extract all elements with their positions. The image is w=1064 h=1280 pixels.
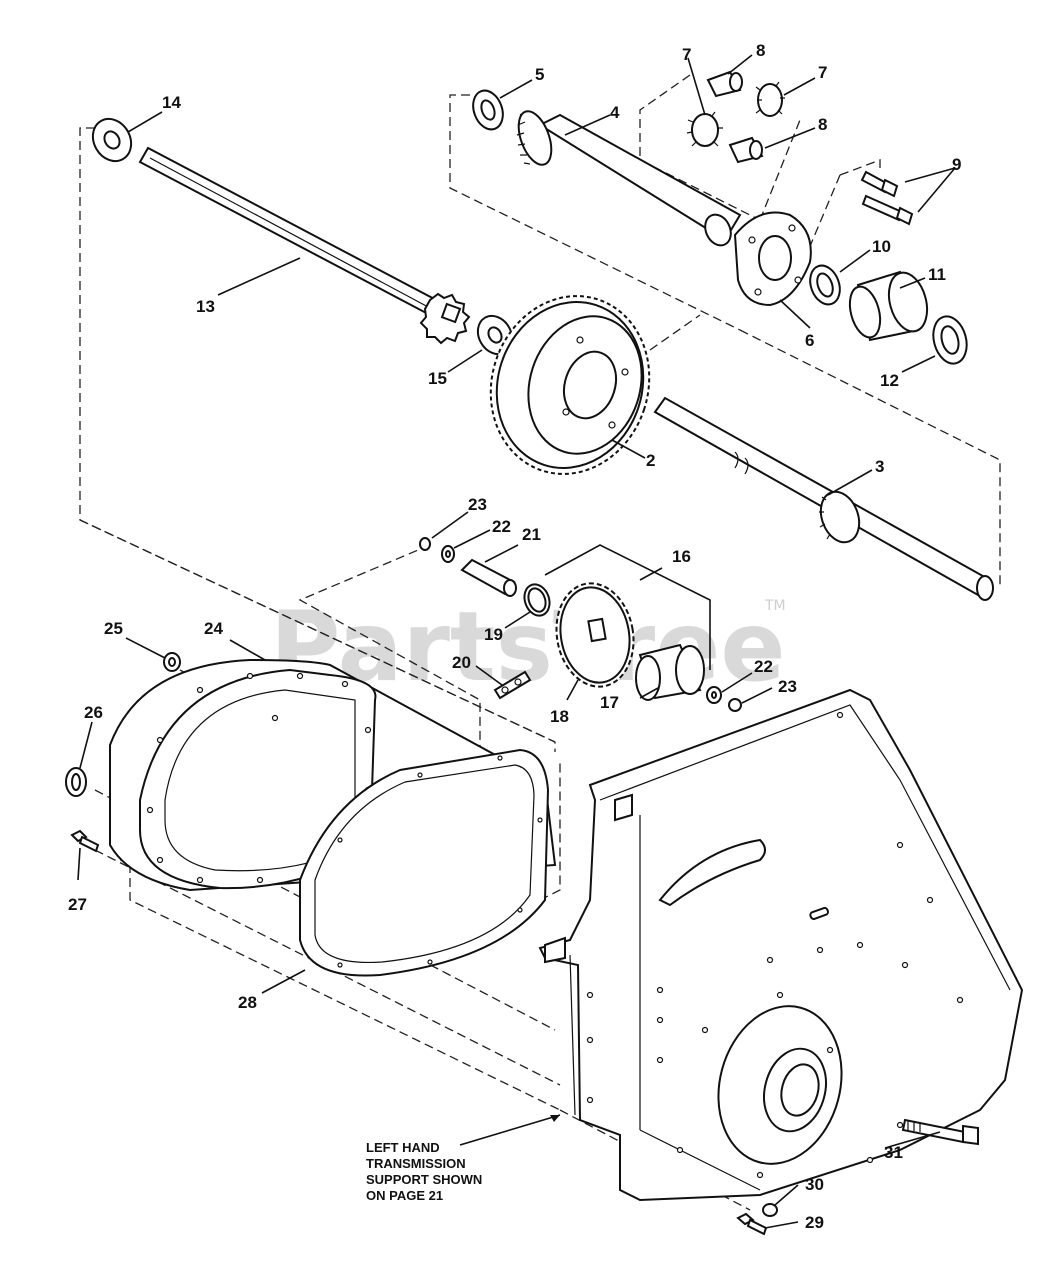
watermark-trademark: TM — [764, 598, 786, 614]
bolt-31 — [901, 1118, 979, 1146]
nut-30 — [762, 1203, 778, 1217]
gear-2 — [489, 295, 651, 475]
callout-12: 12 — [880, 371, 899, 390]
callout-19: 19 — [484, 625, 503, 644]
gear-7-top — [755, 81, 785, 117]
bolt-29 — [736, 1212, 768, 1236]
shaft-3 — [653, 396, 994, 601]
note-line-3: SUPPORT SHOWN — [366, 1172, 482, 1187]
callout-10: 10 — [872, 237, 891, 256]
bushing-11 — [848, 270, 929, 342]
callout-24: 24 — [204, 619, 223, 638]
callout-7-right: 7 — [818, 63, 827, 82]
callout-27: 27 — [68, 895, 87, 914]
flange-6 — [733, 211, 812, 307]
callout-labels: 14 5 4 7 8 7 8 9 10 11 12 6 13 15 2 3 23… — [68, 41, 961, 1232]
callout-15: 15 — [428, 369, 447, 388]
gear-7-bottom — [686, 111, 723, 147]
callout-14: 14 — [162, 93, 181, 112]
callout-22-bottom: 22 — [754, 657, 773, 676]
callout-20: 20 — [452, 653, 471, 672]
washer-22-top — [441, 545, 455, 563]
note-line-4: ON PAGE 21 — [366, 1188, 443, 1203]
shaft-13 — [138, 146, 471, 345]
transmission-support-note: LEFT HAND TRANSMISSION SUPPORT SHOWN ON … — [366, 1140, 482, 1203]
callout-9: 9 — [952, 155, 961, 174]
callout-23-bottom: 23 — [778, 677, 797, 696]
callout-4: 4 — [610, 103, 620, 122]
pin-8-bottom — [728, 136, 764, 164]
washer-14 — [91, 117, 133, 163]
callout-13: 13 — [196, 297, 215, 316]
callout-25: 25 — [104, 619, 123, 638]
snap-ring-19 — [523, 583, 551, 617]
callout-18: 18 — [550, 707, 569, 726]
note-line-2: TRANSMISSION — [366, 1156, 466, 1171]
washer-22-bottom — [706, 686, 722, 704]
callout-23-top: 23 — [468, 495, 487, 514]
callout-11: 11 — [928, 265, 946, 284]
pin-8-top — [706, 70, 743, 98]
callout-7-left: 7 — [682, 45, 691, 64]
callout-17: 17 — [600, 693, 619, 712]
pin-21 — [460, 558, 517, 597]
washer-23-top — [419, 537, 431, 551]
callout-16: 16 — [672, 547, 691, 566]
washer-5 — [472, 89, 504, 131]
callout-2: 2 — [646, 451, 655, 470]
callout-30: 30 — [805, 1175, 824, 1194]
callout-5: 5 — [535, 65, 544, 84]
bolt-9 — [860, 170, 914, 226]
washer-23-bottom — [728, 698, 742, 712]
washer-12 — [932, 315, 968, 365]
callout-8-bottom: 8 — [818, 115, 827, 134]
callout-8-top: 8 — [756, 41, 765, 60]
callout-26: 26 — [84, 703, 103, 722]
callout-29: 29 — [805, 1213, 824, 1232]
sprocket-18 — [555, 582, 635, 688]
shaft-4 — [516, 110, 742, 247]
callout-28: 28 — [238, 993, 257, 1012]
chain-link-20 — [493, 670, 532, 700]
callout-3: 3 — [875, 457, 884, 476]
callout-31: 31 — [884, 1143, 903, 1162]
callout-22-top: 22 — [492, 517, 511, 536]
gear-17 — [635, 643, 705, 701]
nut-25 — [163, 652, 181, 672]
leader-lines — [77, 54, 956, 1229]
callout-6: 6 — [805, 331, 814, 350]
bolt-27 — [70, 829, 100, 853]
transmission-housing — [538, 688, 1024, 1202]
washer-10 — [809, 264, 841, 306]
note-line-1: LEFT HAND — [366, 1140, 440, 1155]
gasket-28 — [299, 748, 550, 977]
seal-26 — [65, 767, 87, 797]
callout-21: 21 — [522, 525, 541, 544]
